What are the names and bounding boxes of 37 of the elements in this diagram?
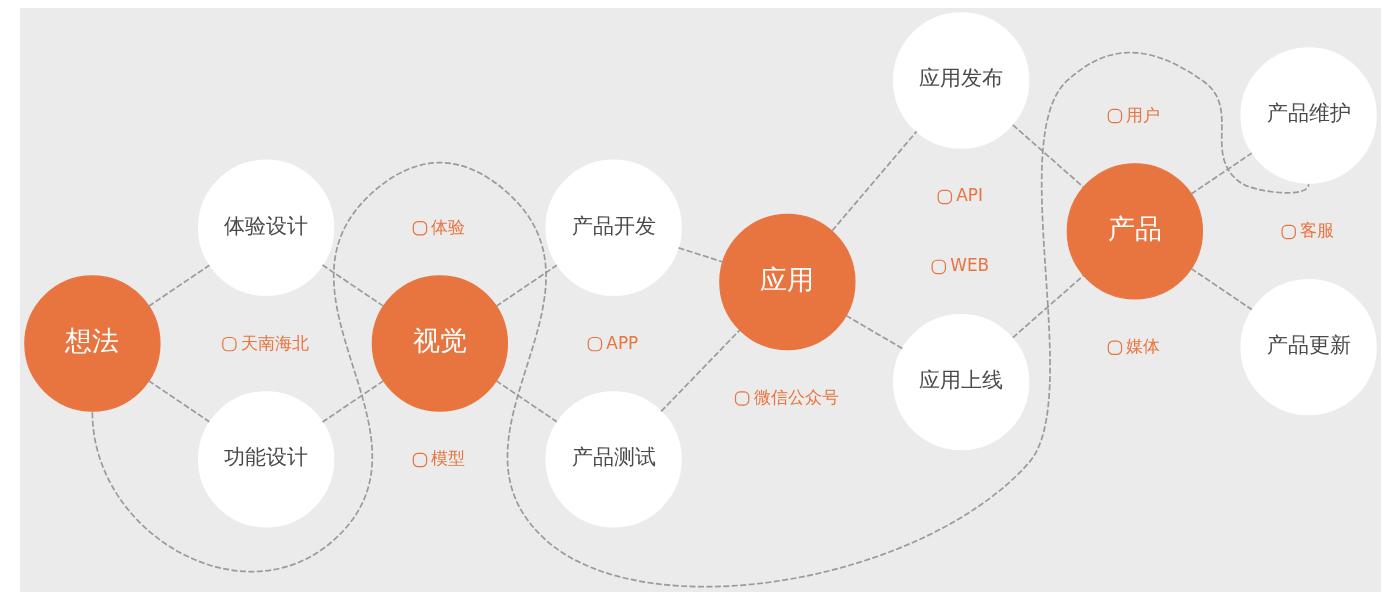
node-circle: 产品测试 — [544, 391, 682, 528]
node-circle: 应用上线 — [892, 313, 1029, 451]
node-circle: 体验设计 — [197, 159, 334, 296]
label: 天南海北 — [240, 332, 309, 353]
node-circle: 产品 — [1066, 163, 1203, 300]
connector — [147, 264, 210, 308]
connector — [1189, 152, 1253, 195]
connector — [494, 379, 558, 423]
node-circle: 想法 — [23, 275, 161, 412]
label: APP — [605, 332, 638, 353]
node-circle: 产品维护 — [1239, 47, 1377, 184]
label: 体验 — [430, 216, 465, 237]
connector — [494, 264, 558, 308]
connector — [1011, 274, 1084, 339]
label: 媒体 — [1125, 336, 1160, 357]
node-circle: 产品开发 — [544, 159, 682, 296]
connector — [844, 314, 903, 350]
node-circle: 功能设计 — [197, 391, 334, 528]
connector — [1011, 124, 1084, 189]
node-circle: 视觉 — [371, 275, 508, 412]
connector — [830, 130, 917, 232]
connector — [147, 379, 210, 423]
connector — [659, 329, 741, 413]
connector — [1189, 267, 1253, 311]
label: 模型 — [430, 448, 465, 469]
label: 微信公众号 — [753, 386, 839, 407]
connector — [677, 247, 723, 263]
connector — [91, 51, 1309, 588]
label: 用户 — [1125, 104, 1160, 125]
node-circle: 应用发布 — [892, 12, 1029, 149]
label: API — [955, 185, 983, 206]
node-circle: 应用 — [718, 213, 856, 351]
connector — [321, 264, 384, 307]
connector — [321, 380, 384, 423]
node-circle: 产品更新 — [1239, 278, 1377, 416]
label: WEB — [949, 255, 989, 276]
label: 客服 — [1299, 220, 1334, 241]
